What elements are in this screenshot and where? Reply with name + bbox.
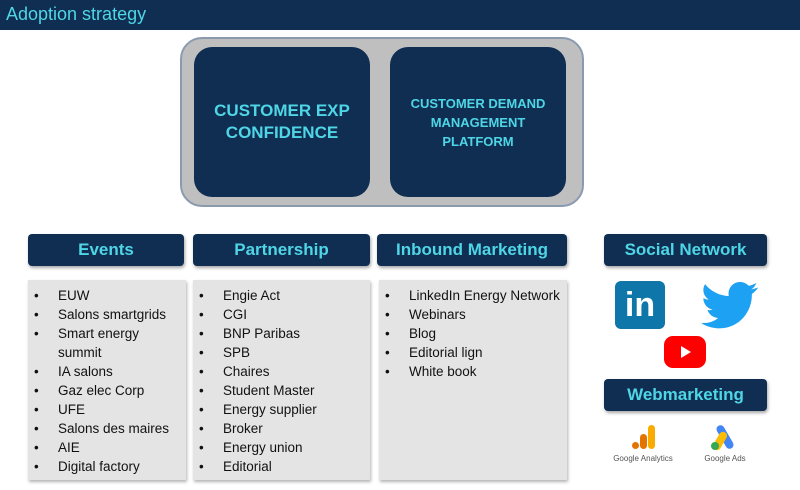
events-header: Events: [28, 234, 184, 266]
list-item: BNP Paribas: [199, 324, 366, 343]
list-item: Chaires: [199, 362, 366, 381]
play-icon: [681, 346, 691, 358]
list-item: Smart energy summit: [34, 324, 182, 362]
list-item: Engie Act: [199, 286, 366, 305]
linkedin-icon: in: [615, 281, 665, 329]
page-title: Adoption strategy: [6, 4, 147, 24]
list-item: Webinars: [385, 305, 563, 324]
list-item: Salons des maires: [34, 419, 182, 438]
list-item: Broker: [199, 419, 366, 438]
list-item: Editorial lign: [385, 343, 563, 362]
customer-exp-confidence-box: CUSTOMER EXP CONFIDENCE: [194, 47, 370, 197]
list-item: Energy supplier: [199, 400, 366, 419]
list-item: Energy union: [199, 438, 366, 457]
title-bar: Adoption strategy: [0, 0, 800, 30]
list-item: IA salons: [34, 362, 182, 381]
list-item: SPB: [199, 343, 366, 362]
google-ads-label: Google Ads: [704, 454, 746, 463]
list-item: Gaz elec Corp: [34, 381, 182, 400]
google-analytics-label: Google Analytics: [613, 454, 673, 463]
list-item: CGI: [199, 305, 366, 324]
google-analytics-icon: [632, 425, 655, 449]
twitter-icon: [701, 282, 758, 329]
list-item: Salons smartgrids: [34, 305, 182, 324]
youtube-icon: [664, 336, 706, 368]
list-item: Student Master: [199, 381, 366, 400]
list-item: White book: [385, 362, 563, 381]
customer-demand-platform-box: CUSTOMER DEMAND MANAGEMENT PLATFORM: [390, 47, 566, 197]
social-network-header: Social Network: [604, 234, 767, 266]
events-panel: EUW Salons smartgrids Smart energy summi…: [28, 280, 186, 480]
webmarketing-header: Webmarketing: [604, 379, 767, 411]
list-item: LinkedIn Energy Network: [385, 286, 563, 305]
list-item: AIE: [34, 438, 182, 457]
core-offer-container: CUSTOMER EXP CONFIDENCE CUSTOMER DEMAND …: [180, 37, 584, 207]
list-item: UFE: [34, 400, 182, 419]
list-item: Digital factory: [34, 457, 182, 476]
partnership-header: Partnership: [193, 234, 370, 266]
google-ads-icon: [711, 425, 734, 451]
list-item: Blog: [385, 324, 563, 343]
list-item: Editorial: [199, 457, 366, 476]
partnership-panel: Engie Act CGI BNP Paribas SPB Chaires St…: [193, 280, 370, 480]
inbound-marketing-panel: LinkedIn Energy Network Webinars Blog Ed…: [379, 280, 567, 480]
list-item: EUW: [34, 286, 182, 305]
inbound-marketing-header: Inbound Marketing: [377, 234, 567, 266]
